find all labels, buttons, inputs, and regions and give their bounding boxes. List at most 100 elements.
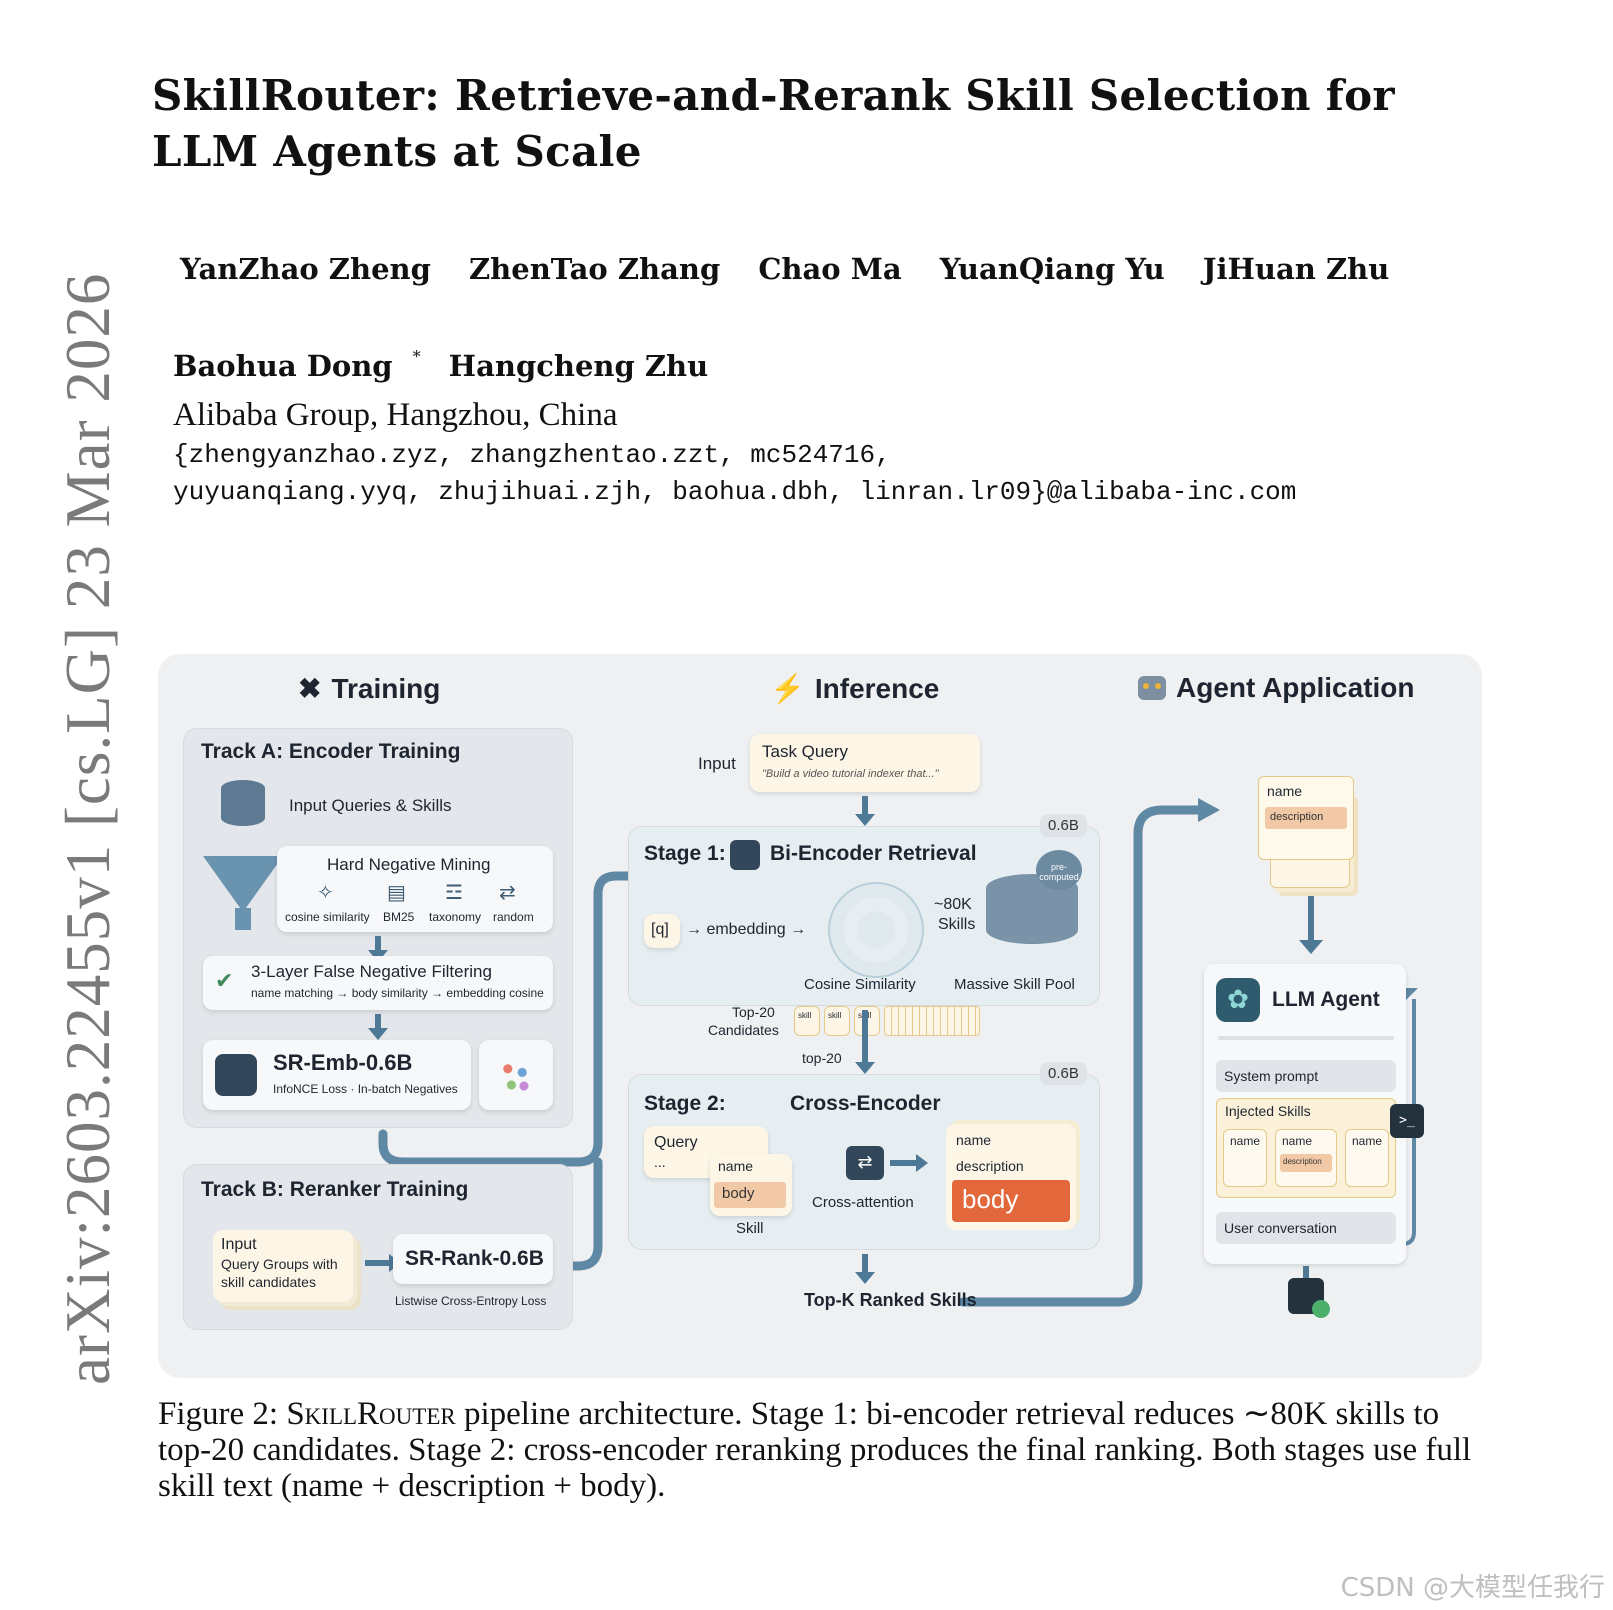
doc-name: name [1267,783,1303,799]
mining-method: cosine similarity [285,910,370,924]
injected-skills-box: Injected Skills name name description na… [1216,1098,1396,1198]
input-label: Input [698,754,736,773]
skill-label: Skill [736,1220,764,1237]
pool-count: ~80K [934,896,972,913]
filter-title: 3-Layer False Negative Filtering [251,962,492,981]
authors-row-2: Baohua Dong* Hangcheng Zhu [173,347,726,383]
network-icon: ✧ [317,882,334,904]
database-icon [221,780,265,826]
cross-attention-label: Cross-attention [812,1194,914,1211]
sr-rank-title: SR-Rank-0.6B [405,1247,544,1270]
injected-name: name [1352,1134,1383,1148]
cpu-icon [730,840,760,870]
skill-name: name [718,1158,754,1174]
chip-icon [215,1054,257,1096]
stage2-title: Cross-Encoder [790,1092,941,1115]
lightning-icon: ⚡ [770,673,805,704]
stage2-panel: Stage 2: Cross-Encoder 0.6B Query ... na… [628,1062,1100,1250]
skill-chip-label: skill [828,1011,842,1020]
caption-system-name: SkillRouter [286,1396,456,1432]
task-query-card: Task Query "Build a video tutorial index… [750,734,980,792]
track-b-input-sub: skill candidates [221,1274,316,1290]
training-label: Training [331,672,441,704]
mining-method: random [493,910,534,924]
sr-rank-sub: Listwise Cross-Entropy Loss [395,1294,547,1308]
embedding-cluster-icon [497,1058,533,1094]
mining-method: taxonomy [429,910,482,924]
injected-title: Injected Skills [1225,1103,1311,1119]
flow-arrow [1303,1266,1309,1278]
training-header: ✖ Training [298,672,440,705]
paper-title: SkillRouter: Retrieve-and-Rerank Skill S… [152,71,1395,176]
hard-negative-card: Hard Negative Mining ✧ ▤ ☲ ⇄ cosine simi… [277,846,553,932]
llm-agent-card: ✿ LLM Agent System prompt Injected Skill… [1204,964,1406,1264]
ranked-skill-card: name description body [946,1124,1076,1230]
query-token: [q] [644,914,680,948]
inference-header: ⚡ Inference [770,672,939,705]
mining-title: Hard Negative Mining [327,855,491,874]
track-b-input-sub: Query Groups with [221,1256,338,1272]
injected-skill: name [1345,1129,1389,1187]
injected-name: name [1230,1134,1261,1148]
flow-arrow [368,1014,388,1040]
skill-chip: skill [794,1006,820,1036]
funnel-icon [203,856,283,912]
divider [1218,1036,1394,1040]
query-token-label: [q] [651,921,669,938]
injected-skill: name [1223,1129,1267,1187]
email-line: yuyuanqiang.yyq, zhujihuai.zjh, baohua.d… [173,477,1297,507]
flow-arrow [855,1254,875,1284]
filter-sub: name matching → body similarity → embedd… [251,986,544,1000]
injected-desc: description [1280,1154,1332,1172]
mining-method: BM25 [383,910,415,924]
track-a-input: Input Queries & Skills [289,796,452,815]
terminal-icon: >_ [1390,1104,1424,1138]
sr-rank-card: SR-Rank-0.6B [393,1234,553,1284]
cosine-label: Cosine Similarity [804,976,916,993]
flow-arrow [368,936,388,962]
watermark: CSDN @大模型任我行 [1340,1573,1605,1603]
corresponding-mark: * [412,347,421,366]
figure-caption: Figure 2: SkillRouter pipeline architect… [158,1396,1488,1504]
author-name: YanZhao Zheng [180,252,431,286]
flow-arrow [855,796,875,826]
taxonomy-icon: ☲ [445,882,463,904]
system-prompt-box: System prompt [1216,1060,1396,1092]
inference-label: Inference [814,672,940,704]
author-name: Chao Ma [758,252,902,286]
sr-emb-title: SR-Emb-0.6B [273,1050,413,1075]
top20-arrow-label: top-20 [802,1050,842,1066]
doc-stack-front: name description [1258,776,1354,860]
skill-body: body [714,1182,786,1208]
filter-card: ✔ 3-Layer False Negative Filtering name … [203,956,553,1010]
author-name: Hangcheng Zhu [448,349,709,383]
pool-unit: Skills [938,916,976,933]
skill-chip-label: skill [798,1011,812,1020]
stage1-prefix: Stage 1: [644,842,726,865]
pipeline-figure: ✖ Training ⚡ Inference Agent Application… [158,654,1482,1378]
user-conversation-box: User conversation [1216,1212,1396,1244]
query-label: Query [654,1134,698,1151]
agent-label: Agent Application [1176,672,1415,703]
affiliation: Alibaba Group, Hangzhou, China [173,397,618,433]
arrow-head [916,1154,928,1172]
skill-card: name body [710,1154,792,1216]
track-a-panel: Track A: Encoder Training Input Queries … [183,728,573,1128]
author-name: YuanQiang Yu [939,252,1165,286]
robot-icon [1138,676,1166,700]
flow-arrow [365,1260,391,1266]
track-b-input-title: Input [221,1236,257,1253]
topk-label: Top-K Ranked Skills [804,1290,977,1310]
pool-label: Massive Skill Pool [954,976,1075,993]
size-badge: 0.6B [1040,814,1087,837]
injected-skill: name description [1275,1129,1337,1187]
injected-name: name [1282,1134,1313,1148]
top20-label: Candidates [708,1022,779,1038]
track-a-title: Track A: Encoder Training [201,740,461,763]
track-b-input-card: Input Query Groups with skill candidates [213,1230,353,1302]
sr-emb-sub: InfoNCE Loss · In-batch Negatives [273,1082,458,1096]
author-name: JiHuan Zhu [1202,252,1390,286]
system-prompt-label: System prompt [1224,1068,1319,1084]
shuffle-icon: ⇄ [846,1146,884,1180]
embedding-label: → embedding → [686,921,807,938]
